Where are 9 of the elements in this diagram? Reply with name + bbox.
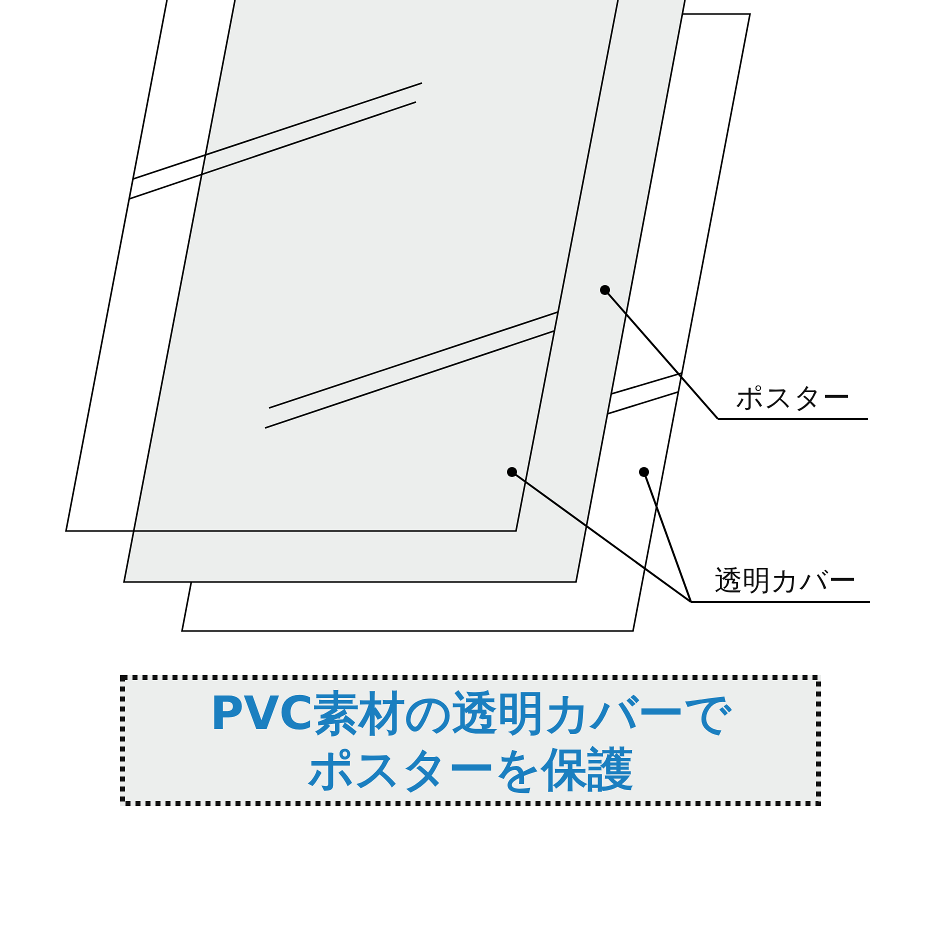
leader-line — [506, 466, 692, 603]
label-text: 透明カバー — [714, 564, 856, 596]
note-text: PVC素材の透明カバーでポスターを保護 — [208, 684, 733, 796]
leader-line — [638, 466, 692, 602]
label-text: ポスター — [736, 382, 850, 414]
poster-sheet — [123, 0, 686, 583]
leader-line — [600, 284, 719, 420]
transparent-cover-sheet — [65, 0, 619, 532]
note-panel — [120, 675, 821, 806]
